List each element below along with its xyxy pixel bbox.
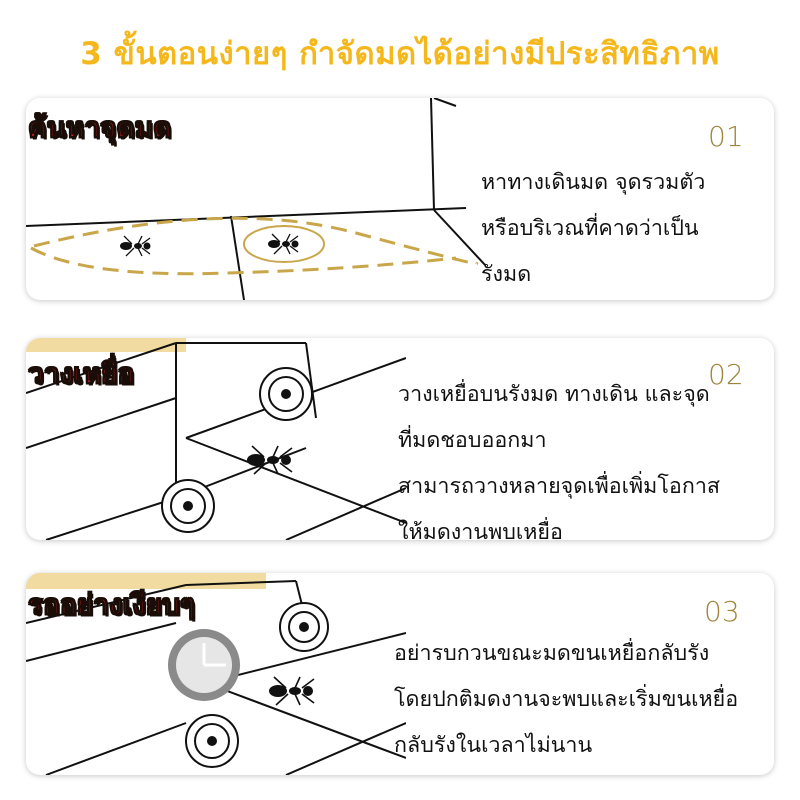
- description-line: กลับรังในเวลาไม่นาน: [394, 733, 593, 758]
- step-card-2: วางเหยื่อ 02 วางเหยื่อบนรังมด ทางเดิน แล…: [26, 338, 774, 540]
- description-line: สามารถวางหลายจุดเพื่อเพิ่มโอกาส: [398, 474, 721, 499]
- step-description: อย่ารบกวนขณะมดขนเหยื่อกลับรัง โดยปกติมดง…: [394, 631, 738, 769]
- ant-icon: [247, 445, 293, 475]
- step-number: 03: [704, 595, 740, 628]
- ant-icon: [120, 235, 151, 257]
- ant-icon: [268, 233, 299, 255]
- clock-icon: [168, 629, 240, 701]
- description-line: ที่มดชอบออกมา: [398, 428, 547, 453]
- description-line: รังมด: [481, 262, 532, 287]
- ant-icon: [269, 676, 315, 706]
- waiting-illustration: [26, 573, 406, 775]
- description-line: อย่ารบกวนขณะมดขนเหยื่อกลับรัง: [394, 641, 710, 666]
- page-title: 3 ขั้นตอนง่ายๆ กำจัดมดได้อย่างมีประสิทธิ…: [80, 36, 720, 72]
- step-tag: รออย่างเงียบๆ: [28, 588, 196, 622]
- step-tag: วางเหยื่อ: [27, 357, 135, 391]
- bait-station-icon: [185, 714, 239, 768]
- step-card-3: รออย่างเงียบๆ 03 อย่ารบกวนขณะมดขนเหยื่อก…: [26, 573, 774, 775]
- bait-placement-illustration: [26, 338, 406, 540]
- step-tag: ค้นหาจุดมด: [27, 111, 172, 145]
- bait-station-icon: [161, 479, 215, 533]
- step-card-1: ค้นหาจุดมด 01 หาทางเดินมด จุดรวมตัว หรือ…: [26, 98, 774, 300]
- step-number: 01: [708, 120, 744, 153]
- step-description: หาทางเดินมด จุดรวมตัว หรือบริเวณที่คาดว่…: [481, 160, 705, 298]
- description-line: โดยปกติมดงานจะพบและเริ่มขนเหยื่อ: [394, 687, 739, 712]
- description-line: วางเหยื่อบนรังมด ทางเดิน และจุด: [398, 382, 710, 407]
- description-line: หรือบริเวณที่คาดว่าเป็น: [481, 216, 699, 241]
- step-number: 02: [708, 358, 744, 391]
- description-line: ให้มดงานพบเหยื่อ: [398, 520, 563, 540]
- step-description: วางเหยื่อบนรังมด ทางเดิน และจุด ที่มดชอบ…: [398, 372, 720, 540]
- ant-trail-illustration: [26, 98, 486, 300]
- bait-station-icon: [279, 602, 329, 652]
- description-line: หาทางเดินมด จุดรวมตัว: [481, 170, 706, 195]
- bait-station-icon: [259, 367, 313, 421]
